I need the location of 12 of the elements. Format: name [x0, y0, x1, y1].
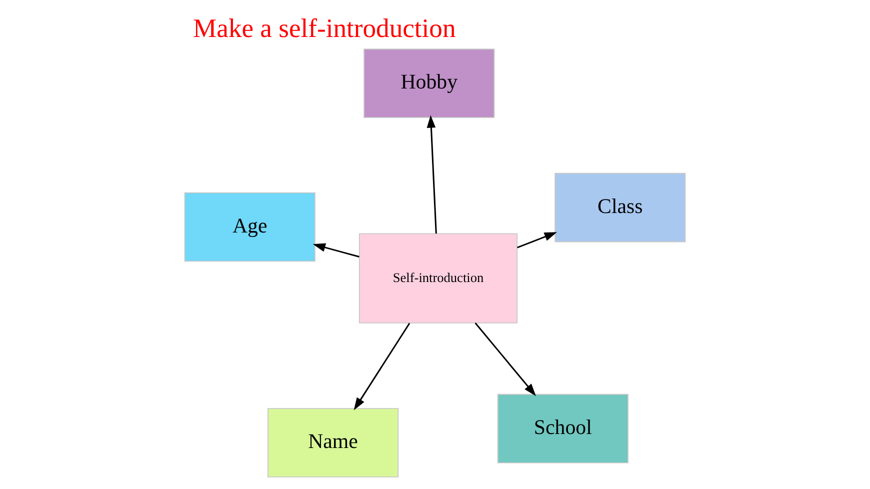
arrow	[312, 243, 360, 258]
arrow	[426, 115, 437, 234]
node-box: Self-introduction	[358, 233, 518, 324]
arrow	[516, 232, 557, 248]
node-box: Class	[554, 172, 686, 242]
node-box: Age	[184, 192, 316, 262]
node-box: Hobby	[364, 48, 495, 118]
node-box: Name	[267, 408, 399, 478]
node-box: School	[497, 394, 628, 464]
arrow	[354, 322, 410, 410]
arrow	[474, 322, 536, 396]
diagram-title: Make a self-introduction	[193, 13, 456, 44]
